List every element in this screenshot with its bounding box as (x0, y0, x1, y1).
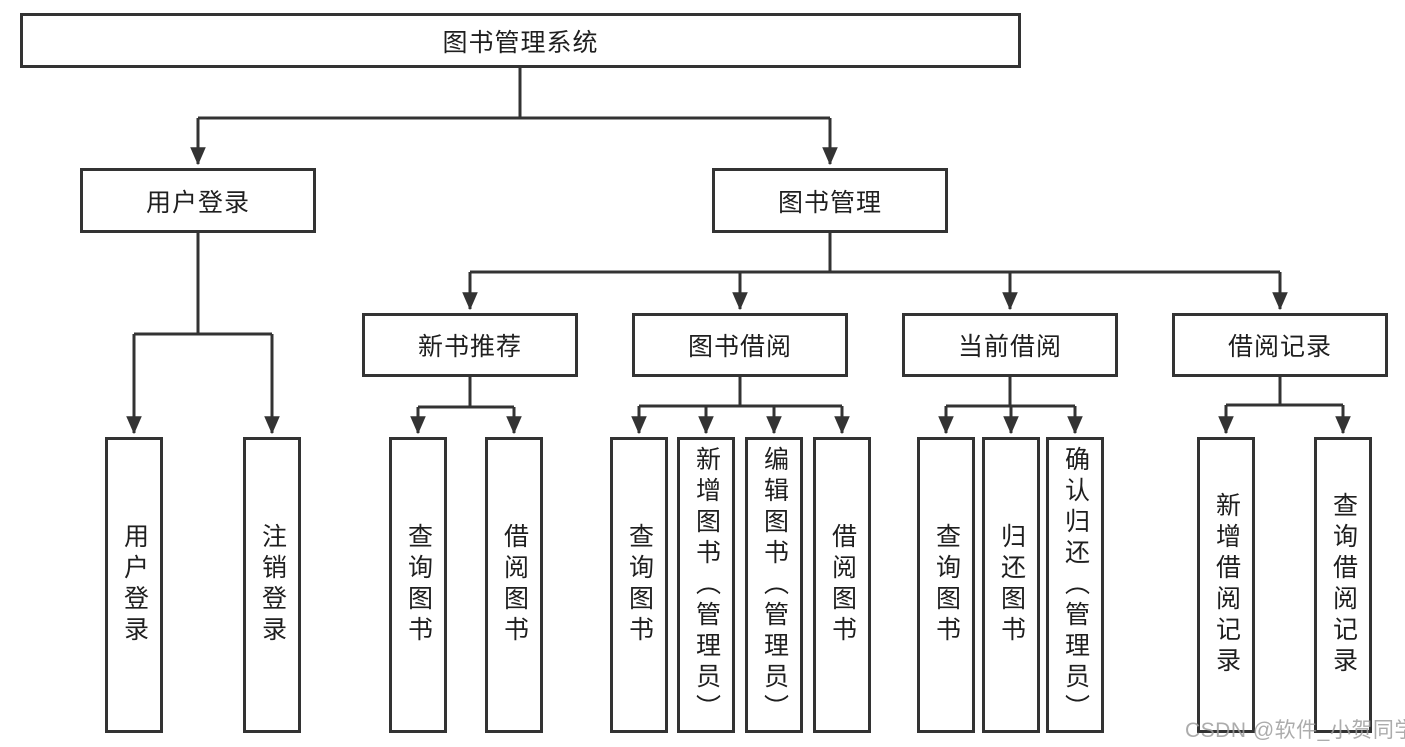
leaf-borrow-query-book: 查询图书 (610, 437, 668, 733)
leaf-return-book-label: 归还图书 (997, 523, 1026, 647)
leaf-logout: 注销登录 (243, 437, 301, 733)
borrow-record-label: 借阅记录 (1227, 333, 1332, 361)
leaf-add-borrow-record: 新增借阅记录 (1197, 437, 1255, 733)
leaf-logout-label: 注销登录 (258, 523, 287, 647)
leaf-borrow-book: 借阅图书 (813, 437, 871, 733)
leaf-current-query-book: 查询图书 (917, 437, 975, 733)
edge-bookmgmt-split (470, 233, 1280, 274)
leaf-borrow-query-book-label: 查询图书 (625, 523, 654, 647)
leaf-borrow-book-label: 借阅图书 (828, 523, 857, 647)
new-book-recommend-box: 新书推荐 (362, 313, 578, 377)
leaf-query-borrow-record: 查询借阅记录 (1314, 437, 1372, 733)
root-box: 图书管理系统 (20, 13, 1021, 68)
leaf-user-login-label: 用户登录 (120, 523, 149, 647)
edge-current-split (946, 377, 1075, 408)
leaf-add-book-admin-label: 新增图书（管理员） (692, 445, 721, 725)
edge-root-split (198, 68, 830, 120)
leaf-add-borrow-record-label: 新增借阅记录 (1212, 492, 1241, 678)
book-management-box: 图书管理 (712, 168, 948, 233)
leaf-recommend-query-book: 查询图书 (389, 437, 447, 733)
leaf-recommend-borrow-book-label: 借阅图书 (500, 523, 529, 647)
edge-records-split (1226, 377, 1343, 407)
book-borrow-label: 图书借阅 (687, 333, 792, 361)
leaf-edit-book-admin-label: 编辑图书（管理员） (760, 445, 789, 725)
book-management-label: 图书管理 (777, 188, 882, 217)
edge-userlogin-split (134, 233, 272, 336)
user-login-box: 用户登录 (80, 168, 316, 233)
user-login-label: 用户登录 (145, 188, 250, 217)
new-book-recommend-label: 新书推荐 (417, 333, 522, 361)
leaf-recommend-query-book-label: 查询图书 (404, 523, 433, 647)
leaf-confirm-return-admin: 确认归还（管理员） (1046, 437, 1104, 733)
leaf-return-book: 归还图书 (982, 437, 1040, 733)
root-label: 图书管理系统 (442, 28, 599, 57)
borrow-record-box: 借阅记录 (1172, 313, 1388, 377)
leaf-confirm-return-admin-label: 确认归还（管理员） (1061, 445, 1090, 725)
edge-recommend-split (418, 377, 514, 409)
leaf-recommend-borrow-book: 借阅图书 (485, 437, 543, 733)
leaf-edit-book-admin: 编辑图书（管理员） (745, 437, 803, 733)
leaf-user-login: 用户登录 (105, 437, 163, 733)
csdn-watermark: CSDN @软件_小贺同学 (1185, 719, 1405, 742)
current-borrow-box: 当前借阅 (902, 313, 1118, 377)
leaf-current-query-book-label: 查询图书 (932, 523, 961, 647)
current-borrow-label: 当前借阅 (957, 333, 1062, 361)
leaf-add-book-admin: 新增图书（管理员） (677, 437, 735, 733)
book-borrow-box: 图书借阅 (632, 313, 848, 377)
edge-borrow-split (639, 377, 842, 408)
leaf-query-borrow-record-label: 查询借阅记录 (1329, 492, 1358, 678)
